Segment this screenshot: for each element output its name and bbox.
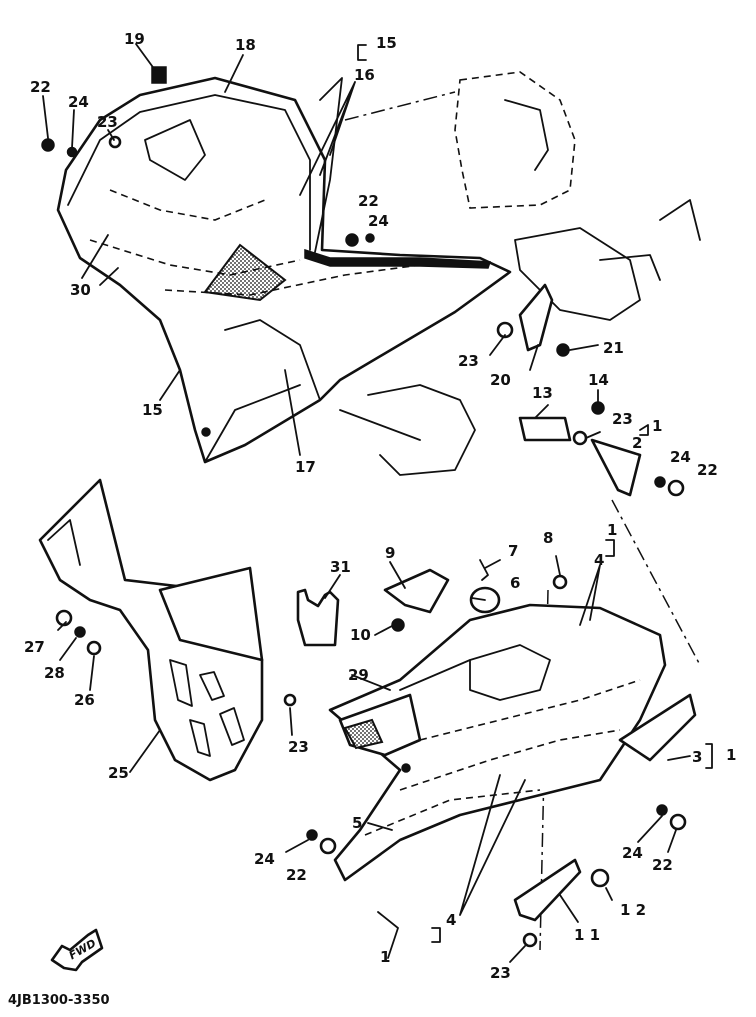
callout-24b: 24 [368, 212, 389, 230]
callout-22c: 22 [697, 461, 718, 479]
callout-26: 26 [74, 691, 95, 709]
washer-24d [306, 829, 318, 841]
callout-27: 27 [24, 638, 45, 656]
callout-4b: 4 [446, 911, 456, 929]
callout-6: 6 [510, 574, 520, 592]
callout-23e: 23 [490, 964, 511, 982]
nut-23b [496, 321, 514, 339]
screw-22b [345, 233, 359, 247]
callout-22e: 22 [652, 856, 673, 874]
under-cowling [306, 603, 697, 882]
callout-24c: 24 [670, 448, 691, 466]
callout-15b: 15 [142, 401, 163, 419]
leader-lines [42, 43, 713, 963]
callout-20: 20 [490, 371, 511, 389]
callout-labels: 19 18 15 16 22 24 23 30 22 24 15 17 23 2… [24, 30, 736, 982]
screw-26 [86, 640, 102, 656]
callout-10: 10 [350, 626, 371, 644]
callout-1c: 1 [726, 746, 736, 764]
callout-21: 21 [603, 339, 624, 357]
callout-22a: 22 [30, 78, 51, 96]
callout-7: 7 [508, 542, 518, 560]
bracket-3 [618, 693, 697, 762]
side-cowling-upper [56, 76, 512, 464]
callout-8: 8 [543, 529, 553, 547]
callout-24e: 24 [622, 844, 643, 862]
callout-29: 29 [348, 666, 369, 684]
callout-12: 1 2 [620, 901, 646, 919]
callout-30: 30 [70, 281, 91, 299]
callout-23a: 23 [97, 113, 118, 131]
fwd-arrow-icon: FWD [50, 928, 104, 972]
bracket-13 [518, 416, 572, 442]
callout-23b: 23 [458, 352, 479, 370]
callout-1d: 1 [380, 948, 390, 966]
bracket-11 [513, 858, 582, 922]
nut-23e [522, 932, 538, 948]
nut-23d [283, 693, 297, 707]
callout-9: 9 [385, 544, 395, 562]
screw-22e [669, 813, 687, 831]
callout-18: 18 [235, 36, 256, 54]
callout-2: 2 [632, 434, 642, 452]
washer-24c [654, 476, 666, 488]
collar-28 [74, 626, 86, 638]
bolt-14 [591, 401, 605, 415]
screw-22a [41, 138, 55, 152]
callout-19: 19 [124, 30, 145, 48]
nut-23a [108, 135, 122, 149]
callout-28: 28 [44, 664, 65, 682]
callout-1b: 1 [607, 521, 617, 539]
screw-12 [590, 868, 610, 888]
bolt-19 [151, 66, 167, 84]
callout-16: 16 [354, 66, 375, 84]
callout-17: 17 [295, 458, 316, 476]
screw-21 [556, 343, 570, 357]
seal-31 [296, 588, 340, 647]
callout-1a: 1 [652, 417, 662, 435]
callout-14: 14 [588, 371, 609, 389]
callout-13: 13 [532, 384, 553, 402]
lower-side-panel [38, 478, 264, 782]
nut-23c [572, 430, 588, 446]
bracket-20 [518, 283, 554, 352]
diagram-code: 4JB1300-3350 [8, 993, 110, 1008]
washer-24e [656, 804, 668, 816]
callout-3: 3 [692, 748, 702, 766]
callout-5: 5 [352, 814, 362, 832]
screw-22d [319, 837, 337, 855]
bracket-2 [590, 438, 642, 497]
callout-23c: 23 [612, 410, 633, 428]
callout-22b: 22 [358, 192, 379, 210]
callout-24a: 24 [68, 93, 89, 111]
callout-11: 1 1 [574, 926, 600, 944]
bolt-10 [391, 618, 405, 632]
callout-4a: 4 [594, 551, 604, 569]
washer-24b [365, 233, 375, 243]
callout-15a: 15 [376, 34, 397, 52]
bolt-8 [552, 574, 568, 590]
screw-22c [667, 479, 685, 497]
callout-22d: 22 [286, 866, 307, 884]
lower-bracket [513, 858, 610, 948]
callout-31: 31 [330, 558, 351, 576]
callout-24d: 24 [254, 850, 275, 868]
fasteners-upper [41, 66, 685, 497]
bracket-9 [383, 568, 450, 614]
callout-25: 25 [108, 764, 129, 782]
callout-23d: 23 [288, 738, 309, 756]
